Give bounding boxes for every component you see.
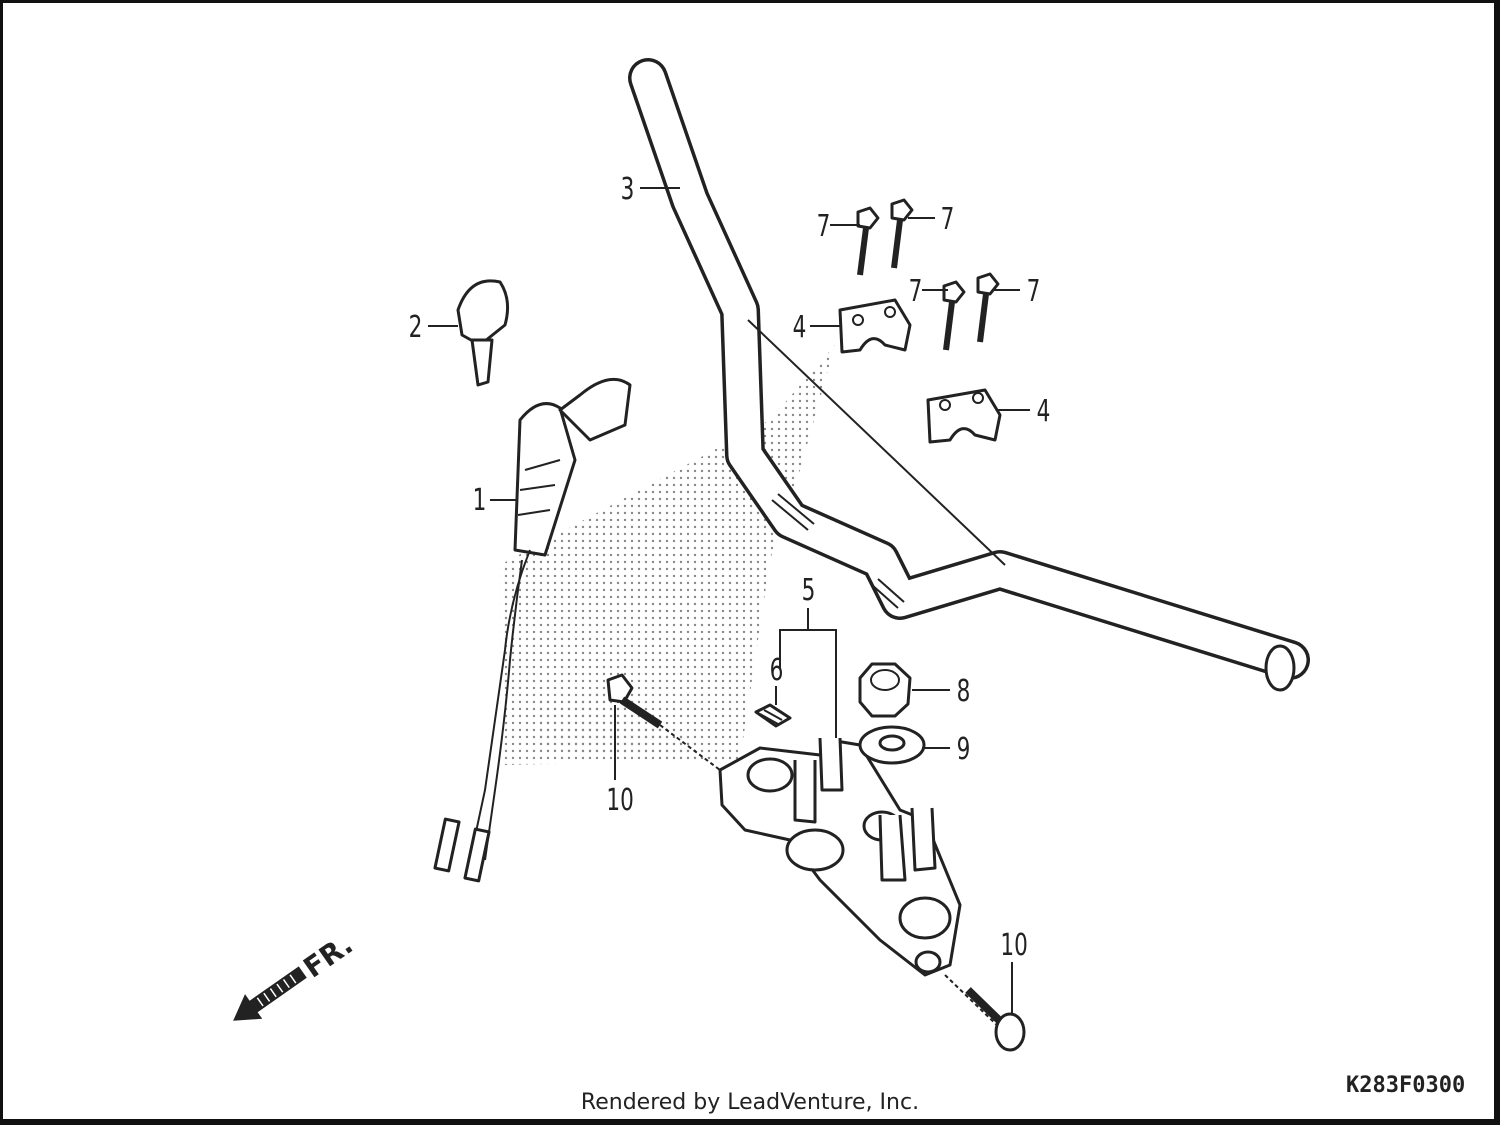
stem-nut[interactable] [858,662,912,718]
drawing-code: K283F0300 [1346,1073,1465,1098]
frame-edge-right [1494,0,1500,1125]
callout-4-upper: 4 [793,311,807,345]
callout-10-upper: 10 [606,784,633,818]
front-arrow-label: FR. [297,928,358,985]
stem-washer[interactable] [858,725,926,765]
callout-10-lower: 10 [1000,929,1027,963]
callout-labels: 1 2 3 4 4 5 6 7 7 7 7 8 9 10 10 [409,173,1051,963]
callout-2: 2 [409,311,423,345]
pinch-bolt-upper[interactable] [606,673,721,771]
callout-7-a: 7 [817,210,831,244]
callout-7-b: 7 [941,203,955,237]
callout-9: 9 [957,733,971,767]
handlebar-upper-holder[interactable] [838,298,912,354]
callout-7-c: 7 [909,275,923,309]
callout-1: 1 [473,484,487,518]
leader-lines [428,187,1030,1015]
mounting-pin[interactable] [754,703,792,728]
front-arrow: FR. [233,928,359,1021]
top-bridge[interactable] [718,737,962,977]
pinch-bolt-lower[interactable] [944,974,1026,1052]
callout-5: 5 [802,574,816,608]
ignition-key[interactable] [456,279,510,387]
callout-6: 6 [770,654,784,688]
footer-credit: Rendered by LeadVenture, Inc. [580,1090,920,1115]
callout-4-lower: 4 [1037,395,1051,429]
ignition-switch[interactable] [433,377,632,883]
handlebar-lower-holder[interactable] [926,388,1002,444]
callout-8: 8 [957,675,971,709]
frame-edge-bottom [0,1119,1500,1125]
callout-7-d: 7 [1027,275,1041,309]
callout-3: 3 [621,173,635,207]
handlebar[interactable] [628,58,1310,692]
